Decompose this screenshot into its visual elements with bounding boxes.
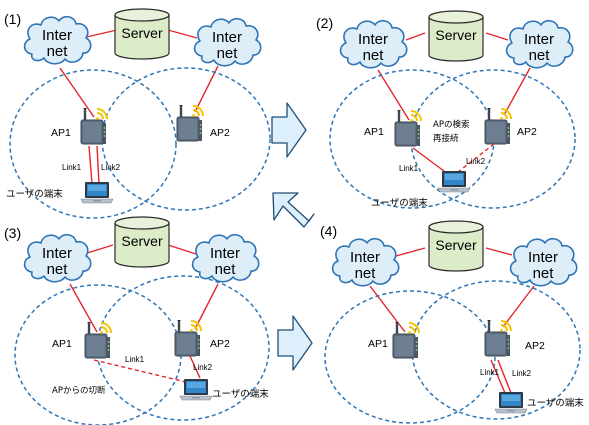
access-point-icon xyxy=(484,318,513,358)
laptop-icon xyxy=(437,170,471,193)
access-point-icon xyxy=(394,108,423,148)
panel-number: (1) xyxy=(4,11,21,27)
internet-label-line2: net xyxy=(529,47,551,64)
access-point-icon xyxy=(392,320,421,360)
internet-label-line1: Inter xyxy=(212,29,242,46)
link2-label: Link2 xyxy=(193,363,213,372)
internet-label-line2: net xyxy=(47,43,69,60)
arrow-right-icon xyxy=(271,102,307,158)
access-point-icon xyxy=(80,106,109,146)
link-server-cloud xyxy=(485,32,509,41)
link2-label: Link2 xyxy=(466,157,486,166)
link1-line xyxy=(490,359,506,394)
internet-label-line2: net xyxy=(363,47,385,64)
internet-label-line1: Inter xyxy=(358,31,388,48)
link-internet-ap2 xyxy=(503,67,531,116)
access-point-icon xyxy=(84,320,113,360)
user-terminal-label: ユーザの端末 xyxy=(6,188,63,200)
access-point-icon xyxy=(176,103,205,143)
panel-number: (2) xyxy=(316,15,333,31)
link1-line xyxy=(412,147,449,175)
link-internet-ap1 xyxy=(69,283,98,333)
ap-disconnect-note: APからの切断 xyxy=(52,385,106,396)
panel-3: (3) Inter net Server Inter net AP1 AP2 L… xyxy=(4,216,270,425)
link-server-cloud xyxy=(485,247,513,256)
panel-1: (1) Inter net Server Inter net AP1 AP2 L… xyxy=(4,8,271,219)
internet-label-line2: net xyxy=(217,45,239,62)
internet-label-line1: Inter xyxy=(524,31,554,48)
ap2-label: AP2 xyxy=(517,126,537,138)
link2-line-dashed xyxy=(457,143,495,173)
link2-line xyxy=(189,355,201,379)
ap1-label: AP1 xyxy=(364,126,384,138)
ap-search-note: APの検索 xyxy=(433,119,469,130)
panel-number: (4) xyxy=(320,223,337,239)
arrow-right-icon xyxy=(277,315,313,371)
internet-label-line1: Inter xyxy=(42,245,72,262)
link-internet-ap1 xyxy=(369,285,406,333)
laptop-icon xyxy=(179,378,213,401)
laptop-icon xyxy=(80,181,114,204)
link1-label: Link1 xyxy=(125,355,145,364)
link-cloud-server xyxy=(405,32,426,41)
arrow-down-left-icon xyxy=(272,192,315,228)
link-internet-ap1 xyxy=(377,69,410,121)
laptop-icon xyxy=(494,391,528,414)
internet-label-line1: Inter xyxy=(528,249,558,266)
ap1-label: AP1 xyxy=(52,338,72,350)
link2-line xyxy=(497,359,512,394)
link2-label: Link2 xyxy=(512,369,532,378)
link1-label: Link1 xyxy=(399,164,419,173)
coverage-ap1 xyxy=(9,69,177,219)
reconnect-note: 再接続 xyxy=(433,133,459,144)
link-server-cloud xyxy=(167,29,198,39)
internet-label-line1: Inter xyxy=(210,245,240,262)
user-terminal-label: ユーザの端末 xyxy=(371,197,428,209)
server-label: Server xyxy=(121,25,163,41)
server-label: Server xyxy=(121,233,163,249)
internet-label-line2: net xyxy=(47,261,69,278)
internet-label-line2: net xyxy=(215,261,237,278)
link1-label: Link1 xyxy=(480,368,500,377)
ap2-label: AP2 xyxy=(525,340,545,352)
user-terminal-label: ユーザの端末 xyxy=(527,397,584,409)
link1-line xyxy=(88,145,93,185)
link-internet-ap1 xyxy=(59,67,95,118)
user-terminal-label: ユーザの端末 xyxy=(212,388,269,400)
internet-label-line1: Inter xyxy=(42,27,72,44)
access-point-icon xyxy=(484,106,513,146)
link-internet-ap2 xyxy=(502,285,535,328)
ap2-label: AP2 xyxy=(210,338,230,350)
link-cloud-server xyxy=(83,244,114,255)
ap1-label: AP1 xyxy=(368,338,388,350)
link1-label: Link1 xyxy=(62,163,82,172)
panel-number: (3) xyxy=(4,225,21,241)
coverage-ap2 xyxy=(101,67,271,211)
panel-2: (2) Inter net Server Inter net AP1 AP2 A… xyxy=(316,10,576,209)
coverage-ap1 xyxy=(324,290,496,424)
server-label: Server xyxy=(435,27,477,43)
ap2-label: AP2 xyxy=(210,127,230,139)
internet-label-line2: net xyxy=(533,265,555,282)
link-cloud-server xyxy=(395,247,426,257)
link-internet-ap2 xyxy=(194,283,219,330)
link-server-cloud xyxy=(167,244,197,255)
server-label: Server xyxy=(435,237,477,253)
coverage-ap2 xyxy=(410,69,576,209)
panel-4: (4) Inter net Server Inter net AP1 AP2 L… xyxy=(320,220,584,424)
link2-label: Link2 xyxy=(101,163,121,172)
ap1-label: AP1 xyxy=(51,127,71,139)
link-cloud-server xyxy=(81,29,118,39)
link-internet-ap2 xyxy=(194,65,219,113)
link1-line-dashed xyxy=(93,359,187,383)
internet-label-line1: Inter xyxy=(350,249,380,266)
link2-line xyxy=(96,145,100,185)
internet-label-line2: net xyxy=(355,265,377,282)
